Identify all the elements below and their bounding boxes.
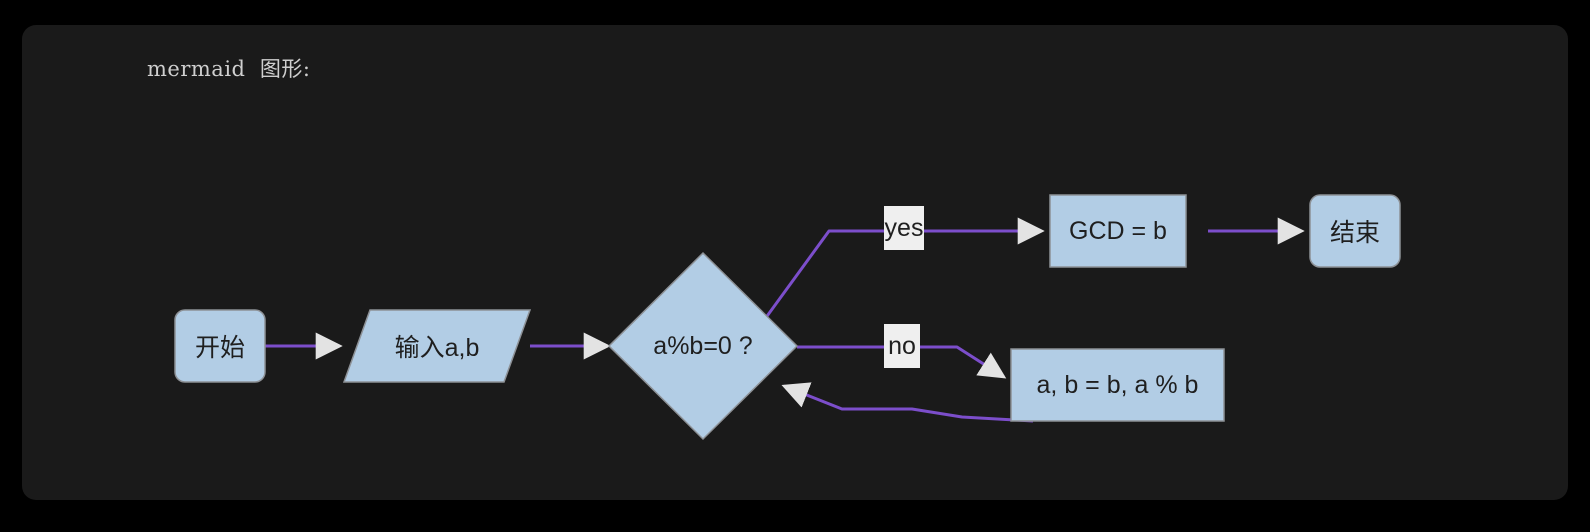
node-shape-rect[interactable] <box>1010 348 1225 422</box>
node-condition[interactable] <box>607 251 799 441</box>
node-end[interactable] <box>1309 194 1401 268</box>
node-shape-parallelogram[interactable] <box>342 309 532 383</box>
node-shape-rect[interactable] <box>1049 194 1187 268</box>
edge-cond-to-update-no <box>797 345 1007 379</box>
edge-line <box>797 345 1007 379</box>
node-shape-diamond[interactable] <box>607 251 799 441</box>
node-shape-rounded-rect[interactable] <box>1309 194 1401 268</box>
node-start[interactable] <box>174 309 266 383</box>
page-title: mermaid 图形: <box>147 57 311 81</box>
node-gcd-result[interactable] <box>1049 194 1187 268</box>
flowchart-diagram <box>174 194 1401 441</box>
edge-line <box>760 217 1045 324</box>
node-shape-rounded-rect[interactable] <box>174 309 266 383</box>
mermaid-preview-panel: mermaid 图形: <box>22 25 1568 500</box>
edge-label-no: no <box>884 324 920 368</box>
node-input[interactable] <box>342 309 532 383</box>
edge-update-to-cond-loop <box>781 382 1034 423</box>
node-update[interactable] <box>1010 348 1225 422</box>
edge-line <box>781 382 1034 423</box>
edge-label-yes: yes <box>884 206 924 250</box>
edge-cond-to-gcd-yes <box>760 217 1045 324</box>
